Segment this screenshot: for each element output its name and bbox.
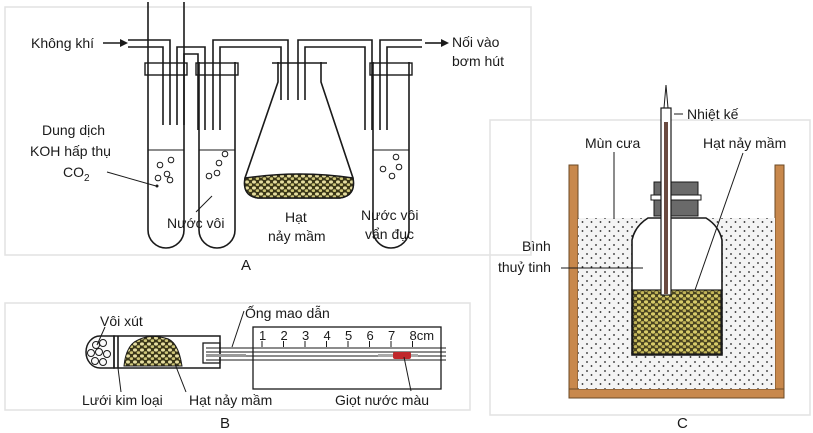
leader-seeds-b [174, 363, 187, 393]
seed-mass-b [123, 335, 183, 367]
leader-koh [106, 171, 157, 187]
caption-b: B [220, 415, 230, 432]
test-tube-koh [144, 2, 188, 249]
ruler-tick-label: 7 [388, 328, 395, 343]
label-koh-3: CO2 [63, 164, 90, 184]
air-in-arrow [103, 39, 128, 47]
leader-drop [403, 356, 412, 392]
ruler-tick-label: 8cm [410, 328, 435, 343]
label-seeds-c: Hạt nảy mầm [703, 135, 786, 151]
ruler-tick-label: 6 [367, 328, 374, 343]
label-flask-2: thuỷ tinh [498, 259, 551, 275]
label-thermometer: Nhiệt kế [687, 106, 739, 122]
panel-a-frame [4, 6, 532, 256]
leader-soda-lime [96, 326, 106, 346]
test-tube-limewater [195, 62, 239, 249]
pump-out-arrow [425, 39, 449, 47]
label-koh-2: KOH hấp thụ [30, 143, 111, 159]
label-koh-1: Dung dịch [42, 122, 105, 138]
thermometer [660, 84, 672, 296]
label-limewater: Nước vôi [167, 215, 224, 231]
test-tube-turbid [369, 62, 413, 249]
seed-mass [243, 173, 355, 199]
seed-mass-c [632, 289, 722, 355]
panel-c: Nhiệt kế Mùn cưa Hạt nảy mầm Bình thuỷ t… [489, 84, 811, 432]
ruler [252, 326, 442, 390]
label-pump-2: bơm hút [452, 53, 504, 69]
ruler-tick-label: 5 [345, 328, 352, 343]
label-flask-1: Bình [522, 238, 551, 254]
label-sawdust: Mùn cưa [585, 135, 640, 151]
label-capillary: Ống mao dẫn [245, 304, 330, 321]
label-seeds-1: Hạt [285, 209, 307, 225]
conical-flask-seeds [243, 62, 355, 199]
ruler-tick-label: 1 [259, 328, 266, 343]
label-drop: Giọt nước màu [335, 392, 429, 408]
panel-a: Không khí Nối vào bơm hút Dung dịch KOH … [4, 2, 532, 274]
leader-capillary [231, 310, 245, 348]
caption-c: C [677, 415, 688, 432]
ruler-tick-label: 4 [324, 328, 331, 343]
label-seeds-2: nảy mầm [268, 228, 326, 244]
label-turbid-1: Nước vôi [361, 207, 418, 223]
label-seeds-b: Hạt nảy mầm [189, 392, 272, 408]
label-pump-1: Nối vào [452, 34, 500, 50]
ruler-tick-label: 2 [281, 328, 288, 343]
leader-limewater [195, 195, 213, 213]
panel-c-frame [489, 119, 811, 416]
caption-a: A [241, 257, 251, 274]
panel-b-frame [4, 302, 471, 411]
leader-mesh [117, 367, 122, 393]
soda-lime-chamber [85, 335, 115, 369]
label-mesh: Lưới kim loại [82, 392, 163, 408]
color-drop [393, 352, 411, 359]
label-turbid-2: vẩn đục [365, 226, 414, 242]
label-soda-lime: Vôi xút [100, 313, 143, 329]
ruler-tick-label: 3 [302, 328, 309, 343]
label-air-in: Không khí [31, 35, 94, 51]
leader-seeds-c [694, 152, 744, 291]
gas-pipe-system [128, 39, 422, 130]
